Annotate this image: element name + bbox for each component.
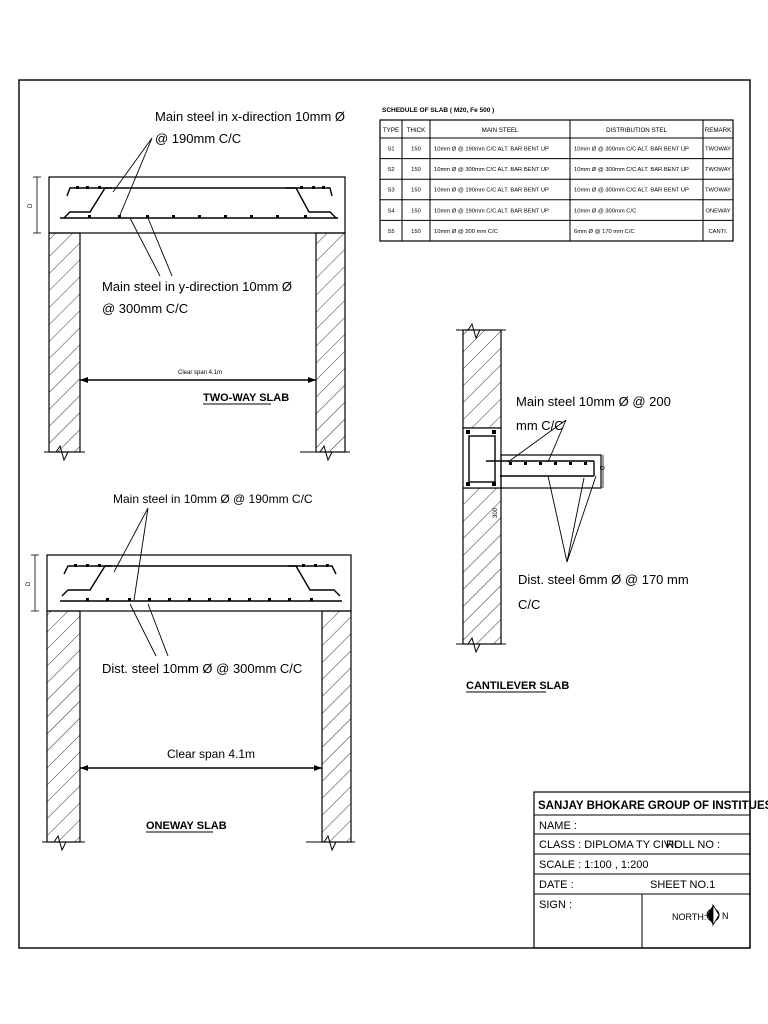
title-sheet: SHEET NO.1 bbox=[650, 879, 715, 891]
oneway-depth-mark: D bbox=[26, 581, 32, 586]
twoway-label-y-line2: @ 300mm C/C bbox=[102, 301, 188, 316]
twoway-title: TWO-WAY SLAB bbox=[203, 392, 289, 404]
schedule-cell-r2-c1: 150 bbox=[411, 188, 421, 194]
title-roll: ROLL NO : bbox=[666, 839, 720, 851]
oneway-left-wall bbox=[46, 610, 81, 843]
schedule-cell-r4-c3: 6mm Ø @ 170 mm C/C bbox=[574, 229, 635, 235]
twoway-right-wall bbox=[315, 232, 346, 453]
cantilever-wall-upper bbox=[462, 329, 502, 429]
cantilever-label-dist-line1: Dist. steel 6mm Ø @ 170 mm bbox=[518, 572, 689, 587]
oneway-label-main: Main steel in 10mm Ø @ 190mm C/C bbox=[113, 492, 313, 506]
schedule-cell-r2-c0: S3 bbox=[387, 188, 394, 194]
schedule-header-2: MAIN STEEL bbox=[482, 127, 519, 134]
schedule-cell-r1-c4: TWOWAY bbox=[705, 167, 731, 173]
north-label: NORTH: bbox=[672, 912, 706, 922]
slab-schedule-table: SCHEDULE OF SLAB ( M20, Fe 500 ) TYPE THI… bbox=[379, 107, 734, 242]
schedule-header-0: TYPE bbox=[383, 127, 399, 134]
twoway-label-y-line1: Main steel in y-direction 10mm Ø bbox=[102, 279, 292, 294]
schedule-cell-r2-c4: TWOWAY bbox=[705, 188, 731, 194]
schedule-header-1: THICK bbox=[407, 127, 426, 134]
title-block: SANJAY BHOKARE GROUP OF INSTITUES, MIRAJ… bbox=[533, 791, 768, 949]
sheet-border bbox=[18, 79, 751, 949]
cantilever-title: CANTILEVER SLAB bbox=[466, 680, 569, 692]
twoway-label-x-line1: Main steel in x-direction 10mm Ø bbox=[155, 109, 345, 124]
cantilever-label-main-line2: mm C/C bbox=[516, 418, 564, 433]
twoway-slab bbox=[48, 176, 346, 234]
schedule-cell-r0-c3: 10mm Ø @ 300mm C/C ALT. BAR BENT UP bbox=[574, 147, 689, 153]
title-scale: SCALE : 1:100 , 1:200 bbox=[539, 859, 648, 871]
oneway-slab-drawing: D Clear span 4.1m Main steel in 10mm Ø @… bbox=[26, 492, 355, 852]
schedule-cell-r3-c1: 150 bbox=[411, 208, 421, 214]
schedule-cell-r0-c4: TWOWAY bbox=[705, 147, 731, 153]
schedule-cell-r2-c3: 10mm Ø @ 300mm C/C ALT. BAR BENT UP bbox=[574, 188, 689, 194]
schedule-cell-r4-c0: S5 bbox=[387, 229, 394, 235]
schedule-cell-r0-c1: 150 bbox=[411, 147, 421, 153]
schedule-header-3: DISTRIBUTION STEL bbox=[606, 127, 667, 134]
north-mark: N bbox=[722, 911, 729, 921]
twoway-slab-drawing: D Clear span 4.1m Main steel in x-direct… bbox=[28, 109, 350, 462]
title-name: NAME : bbox=[539, 820, 577, 832]
title-sign: SIGN : bbox=[539, 899, 572, 911]
cantilever-slab bbox=[500, 454, 602, 489]
schedule-cell-r2-c2: 10mm Ø @ 190mm C/C ALT. BAR BENT UP bbox=[434, 188, 549, 194]
oneway-label-dist: Dist. steel 10mm Ø @ 300mm C/C bbox=[102, 661, 302, 676]
twoway-span-label: Clear span 4.1m bbox=[178, 370, 222, 376]
twoway-depth-mark: D bbox=[28, 203, 34, 208]
schedule-cell-r3-c2: 10mm Ø @ 190mm C/C ALT. BAR BENT UP bbox=[434, 208, 549, 214]
title-date: DATE : bbox=[539, 879, 574, 891]
schedule-cell-r4-c1: 150 bbox=[411, 229, 421, 235]
cantilever-wall-mark: 300 bbox=[493, 507, 499, 518]
schedule-cell-r1-c3: 10mm Ø @ 300mm C/C ALT. BAR BENT UP bbox=[574, 167, 689, 173]
schedule-cell-r1-c2: 10mm Ø @ 300mm C/C ALT. BAR BENT UP bbox=[434, 167, 549, 173]
schedule-title: SCHEDULE OF SLAB ( M20, Fe 500 ) bbox=[382, 107, 494, 114]
cantilever-label-main-line1: Main steel 10mm Ø @ 200 bbox=[516, 394, 671, 409]
schedule-cell-r3-c3: 10mm Ø @ 300mm C/C bbox=[574, 208, 636, 214]
schedule-cell-r0-c2: 10mm Ø @ 190mm C/C ALT. BAR BENT UP bbox=[434, 147, 549, 153]
cantilever-slab-drawing: D 300 Main steel 10mm Ø @ 200 mm C/C Dis… bbox=[456, 322, 689, 693]
oneway-span-label: Clear span 4.1m bbox=[167, 747, 255, 761]
oneway-title: ONEWAY SLAB bbox=[146, 820, 227, 832]
schedule-cell-r4-c4: CANTI. bbox=[708, 229, 727, 235]
cantilever-depth-mark: D bbox=[598, 466, 604, 471]
north-arrow-icon bbox=[706, 903, 720, 927]
schedule-header-4: REMARK bbox=[705, 127, 732, 134]
schedule-cell-r3-c4: ONEWAY bbox=[705, 208, 730, 214]
cantilever-label-dist-line2: C/C bbox=[518, 597, 540, 612]
schedule-cell-r1-c0: S2 bbox=[387, 167, 394, 173]
oneway-right-wall bbox=[321, 610, 352, 843]
title-class: CLASS : DIPLOMA TY CIVIL bbox=[539, 839, 680, 851]
oneway-slab bbox=[46, 554, 352, 612]
schedule-cell-r3-c0: S4 bbox=[387, 208, 395, 214]
institute-name: SANJAY BHOKARE GROUP OF INSTITUES, MIRAJ bbox=[538, 800, 768, 812]
schedule-cell-r1-c1: 150 bbox=[411, 167, 421, 173]
twoway-label-x-line2: @ 190mm C/C bbox=[155, 131, 241, 146]
twoway-left-wall bbox=[48, 232, 81, 453]
schedule-cell-r4-c2: 10mm Ø @ 200 mm C/C bbox=[434, 229, 498, 235]
schedule-cell-r0-c0: S1 bbox=[387, 147, 394, 153]
